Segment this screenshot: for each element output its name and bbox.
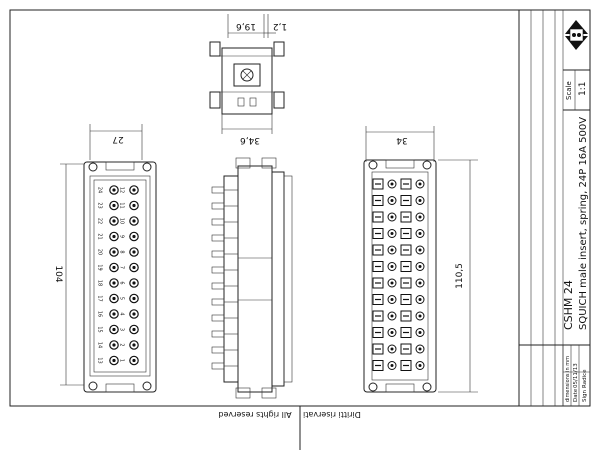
contact-number: 6 (119, 281, 125, 284)
units-note: dimensions in mm (565, 356, 571, 402)
pin (211, 282, 225, 290)
top-view: 19,6 1,2 34,6 (209, 14, 287, 145)
pin (211, 218, 225, 226)
contact-number: 12 (119, 187, 125, 193)
contact-number: 2 (119, 343, 125, 346)
dim-front-width: 27 (112, 134, 123, 144)
logo-mark (565, 20, 588, 50)
pin (211, 362, 225, 370)
sign-value: Radice (582, 369, 588, 388)
contact-number: 11 (119, 202, 125, 208)
title-line-1: CSHM 24 (562, 280, 575, 330)
contact-number: 10 (119, 218, 125, 224)
rights-en: All rights reserved (218, 410, 291, 419)
date-value: 05/11/13 (573, 363, 579, 388)
dim-back-height: 110,5 (455, 263, 465, 289)
dim-back-width: 34 (396, 135, 408, 145)
pin (211, 330, 225, 338)
contact-number: 24 (97, 187, 103, 193)
contact-number: 14 (97, 342, 103, 348)
contact-number: 20 (97, 249, 103, 255)
title-line-2: SQUICH male insert, spring, 24P 16A 500V (578, 117, 589, 330)
pin (211, 298, 225, 306)
contact-number: 19 (97, 264, 103, 270)
pin (211, 314, 225, 322)
back-view: 34 110,5 (363, 126, 478, 393)
sign-label: Sign (582, 389, 588, 402)
contact-number: 22 (97, 218, 103, 224)
scale-value: 1:1 (578, 82, 588, 96)
contact-number: 3 (119, 328, 125, 331)
dim-front-height: 104 (53, 265, 63, 282)
contact-number: 8 (119, 250, 125, 253)
contact-number: 1 (119, 359, 125, 362)
contact-number: 7 (119, 266, 125, 269)
title-block: Scale 1:1 CSHM 24 SQUICH male insert, sp… (518, 10, 590, 406)
dim-top-width: 19,6 (236, 21, 256, 31)
scale-label: Scale (565, 81, 573, 100)
pin (211, 202, 225, 210)
pin (211, 186, 225, 194)
contact-number: 5 (119, 297, 125, 300)
contact-number: 9 (119, 235, 125, 238)
pin (211, 346, 225, 354)
dim-side-width: 34,6 (240, 135, 260, 145)
pin (211, 266, 225, 274)
pin (211, 250, 225, 258)
contact-number: 17 (97, 295, 103, 301)
pin (211, 234, 225, 242)
contact-number: 16 (97, 311, 103, 317)
date-label: Date (573, 388, 579, 402)
side-view (211, 157, 293, 399)
contact-number: 23 (97, 202, 103, 208)
rights-it: Diritti riservati (303, 410, 361, 419)
contact-number: 4 (119, 312, 125, 315)
contact-number: 18 (97, 280, 103, 286)
contact-number: 13 (97, 357, 103, 363)
contact-number: 15 (97, 326, 103, 332)
dim-top-small: 1,2 (273, 21, 287, 31)
contact-number: 21 (97, 233, 103, 239)
